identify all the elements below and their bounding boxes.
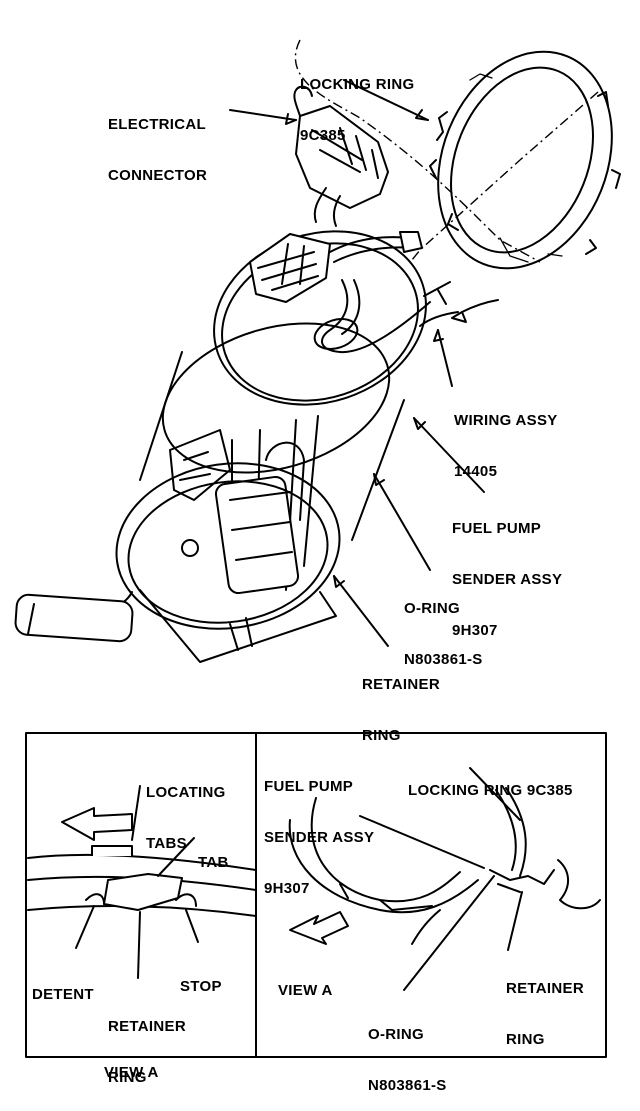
label-o-ring: O-RING N803861-S — [404, 566, 483, 685]
right-inset-drawing — [288, 787, 601, 945]
label-line: 9H307 — [452, 622, 498, 639]
label-detent: DETENT — [32, 952, 94, 1020]
label-locking-ring: LOCKING RING 9C385 — [300, 42, 414, 161]
o-ring-shape — [161, 322, 391, 474]
locking-ring-shape — [429, 50, 621, 270]
label-line: SENDER ASSY — [264, 829, 375, 846]
label-line: CONNECTOR — [108, 167, 208, 184]
label-wiring-assy: WIRING ASSY 14405 — [454, 378, 558, 497]
label-line: WIRING ASSY — [454, 412, 558, 429]
label-line: LOCKING RING — [300, 76, 415, 93]
label-line: RETAINER — [506, 980, 584, 997]
left-inset-drawing — [27, 807, 257, 917]
label-tab: TAB — [198, 820, 229, 888]
caption-view-a-left: VIEW A — [104, 1030, 159, 1098]
leader-lines — [229, 79, 485, 647]
inset-frame — [25, 732, 607, 1058]
label-line: N803861-S — [368, 1077, 447, 1094]
label-line: VIEW A — [104, 1064, 159, 1081]
label-line: FUEL PUMP — [264, 778, 354, 795]
exploded-view-drawing — [14, 39, 621, 1058]
pump-body-shape — [139, 351, 405, 595]
label-line: RETAINER — [108, 1018, 186, 1035]
label-line: SENDER ASSY — [452, 571, 563, 588]
label-line: FUEL PUMP — [452, 520, 542, 537]
wiring-assy-shape — [419, 299, 499, 327]
label-electrical-connector: ELECTRICAL CONNECTOR — [108, 82, 207, 201]
leader-o-ring-inset — [403, 875, 495, 991]
label-fuel-pump-sender: FUEL PUMP SENDER ASSY 9H307 — [452, 486, 562, 656]
view-arrow-icon — [289, 911, 349, 945]
label-line: 14405 — [454, 463, 498, 480]
label-line: 9C385 — [300, 127, 346, 144]
label-line: LOCKING RING 9C385 — [408, 782, 573, 799]
label-stop: STOP — [180, 944, 222, 1012]
label-locating-tabs: LOCATING TABS — [146, 750, 226, 869]
label-retainer-ring-right-inset: RETAINER RING — [506, 946, 584, 1065]
electrical-connector-shape — [293, 85, 389, 227]
float-shape — [14, 591, 134, 643]
label-line: DETENT — [32, 986, 94, 1003]
label-line: RING — [506, 1031, 545, 1048]
sender-flange-shape — [213, 230, 451, 406]
label-line: TABS — [146, 835, 187, 852]
retainer-ring-shape — [115, 462, 341, 663]
label-locking-ring-inset: LOCKING RING 9C385 — [408, 748, 573, 816]
leader-retainer-ring-right — [507, 891, 523, 951]
label-line: LOCATING — [146, 784, 226, 801]
leader-retainer-ring-inset — [137, 911, 141, 979]
label-line: N803861-S — [404, 651, 483, 668]
label-line: RETAINER — [362, 676, 440, 693]
leader-detent — [75, 905, 95, 949]
caption-view-a-right: VIEW A — [278, 948, 333, 1016]
diagram-canvas: LOCKING RING 9C385 ELECTRICAL CONNECTOR … — [14, 39, 621, 1094]
label-line: 9H307 — [264, 880, 310, 897]
leader-stop — [185, 909, 199, 943]
label-retainer-ring: RETAINER RING — [362, 642, 440, 761]
label-fuel-pump-sender-inset: FUEL PUMP SENDER ASSY 9H307 — [264, 744, 374, 914]
label-line: RING — [362, 727, 401, 744]
leader-locking-ring-inset — [469, 767, 521, 821]
label-line: O-RING — [368, 1026, 424, 1043]
label-line: ELECTRICAL — [108, 116, 206, 133]
label-line: TAB — [198, 854, 229, 871]
label-o-ring-inset: O-RING N803861-S — [368, 992, 447, 1111]
leader-locating-tabs — [131, 785, 141, 841]
label-line: STOP — [180, 978, 222, 995]
direction-arrow-icon — [61, 807, 133, 841]
label-line: O-RING — [404, 600, 460, 617]
leader-tab — [157, 837, 195, 877]
label-line: VIEW A — [278, 982, 333, 999]
